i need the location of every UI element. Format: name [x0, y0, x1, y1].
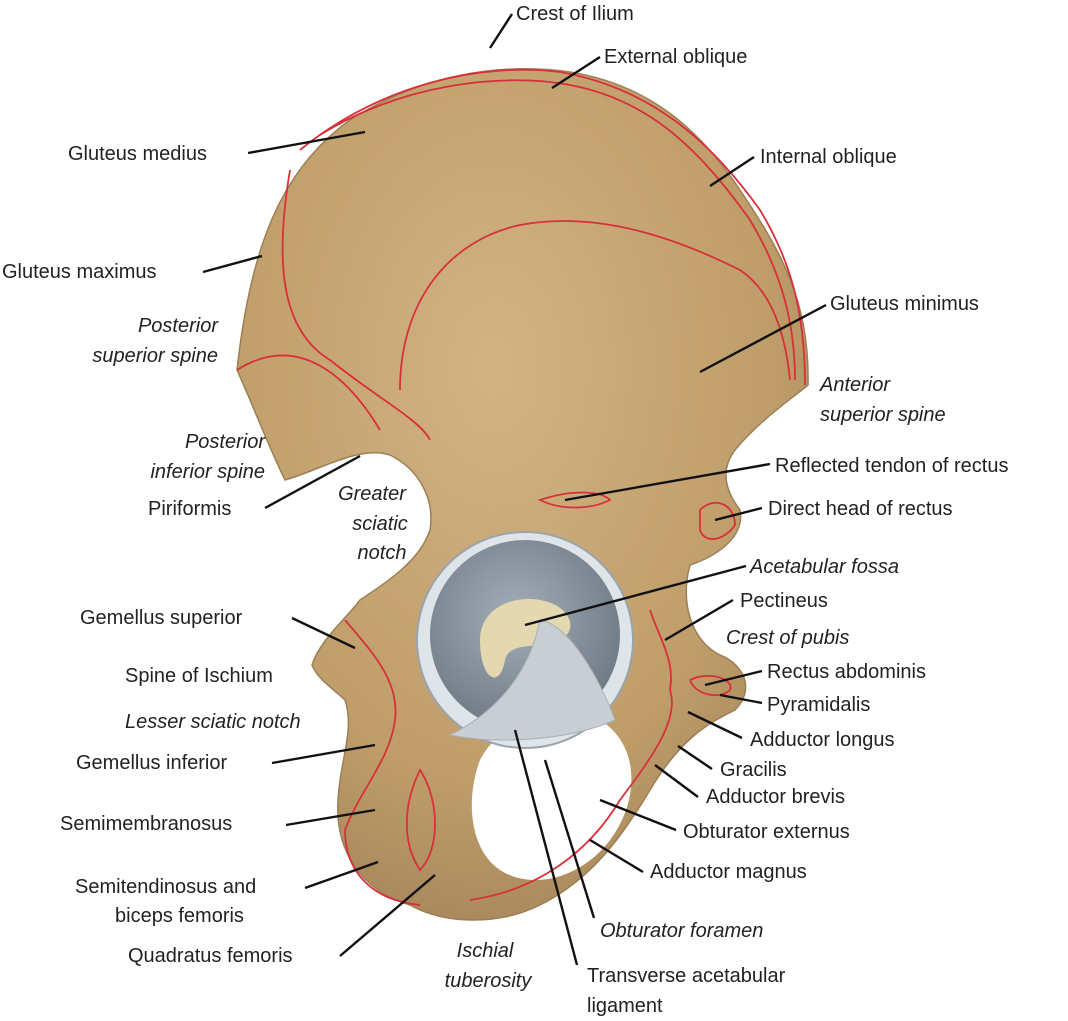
label-gluteus-minimus: Gluteus minimus: [830, 293, 979, 315]
labels: Crest of Ilium External oblique Gluteus …: [2, 3, 1008, 1017]
label-greater-sciatic-notch-2: sciatic: [352, 513, 408, 535]
label-crest-of-pubis: Crest of pubis: [726, 627, 849, 649]
label-semitendinosus: Semitendinosus and: [75, 876, 256, 898]
muscle-attachment-lines: [236, 68, 806, 906]
label-anterior-superior-spine-2: superior spine: [820, 404, 946, 426]
label-gluteus-maximus: Gluteus maximus: [2, 261, 157, 283]
label-greater-sciatic-notch: Greater: [338, 483, 407, 505]
label-lesser-sciatic-notch: Lesser sciatic notch: [125, 711, 301, 733]
label-crest-of-ilium: Crest of Ilium: [516, 3, 634, 25]
label-posterior-superior-spine-2: superior spine: [92, 345, 218, 367]
label-direct-head-rectus: Direct head of rectus: [768, 498, 953, 520]
label-internal-oblique: Internal oblique: [760, 146, 897, 168]
label-adductor-longus: Adductor longus: [750, 729, 895, 751]
label-spine-of-ischium: Spine of Ischium: [125, 665, 273, 687]
label-obturator-foramen: Obturator foramen: [600, 920, 763, 942]
hip-bone: [236, 68, 809, 921]
label-reflected-tendon: Reflected tendon of rectus: [775, 455, 1008, 477]
label-piriformis: Piriformis: [148, 498, 231, 520]
label-gemellus-superior: Gemellus superior: [80, 607, 243, 629]
label-external-oblique: External oblique: [604, 46, 747, 68]
leader-lines: [202, 13, 827, 966]
label-obturator-externus: Obturator externus: [683, 821, 850, 843]
label-gluteus-medius: Gluteus medius: [68, 143, 207, 165]
label-posterior-inferior-spine: Posterior: [185, 431, 266, 453]
label-greater-sciatic-notch-3: notch: [358, 542, 407, 564]
label-semitendinosus-2: biceps femoris: [115, 905, 244, 927]
label-quadratus-femoris: Quadratus femoris: [128, 945, 293, 967]
label-adductor-brevis: Adductor brevis: [706, 786, 845, 808]
label-ischial-tuberosity: Ischial: [457, 940, 514, 962]
label-adductor-magnus: Adductor magnus: [650, 861, 807, 883]
label-pyramidalis: Pyramidalis: [767, 694, 870, 716]
label-anterior-superior-spine: Anterior: [819, 374, 891, 396]
label-rectus-abdominis: Rectus abdominis: [767, 661, 926, 683]
label-posterior-superior-spine: Posterior: [138, 315, 219, 337]
label-gracilis: Gracilis: [720, 759, 787, 781]
label-acetabular-fossa: Acetabular fossa: [749, 556, 899, 578]
label-gemellus-inferior: Gemellus inferior: [76, 752, 228, 774]
transverse-ligament-shape: [448, 619, 616, 741]
label-semimembranosus: Semimembranosus: [60, 813, 232, 835]
label-posterior-inferior-spine-2: inferior spine: [150, 461, 265, 483]
label-transverse-ligament: Transverse acetabular: [587, 965, 786, 987]
label-pectineus: Pectineus: [740, 590, 828, 612]
label-ischial-tuberosity-2: tuberosity: [445, 970, 533, 992]
label-transverse-ligament-2: ligament: [587, 995, 663, 1017]
